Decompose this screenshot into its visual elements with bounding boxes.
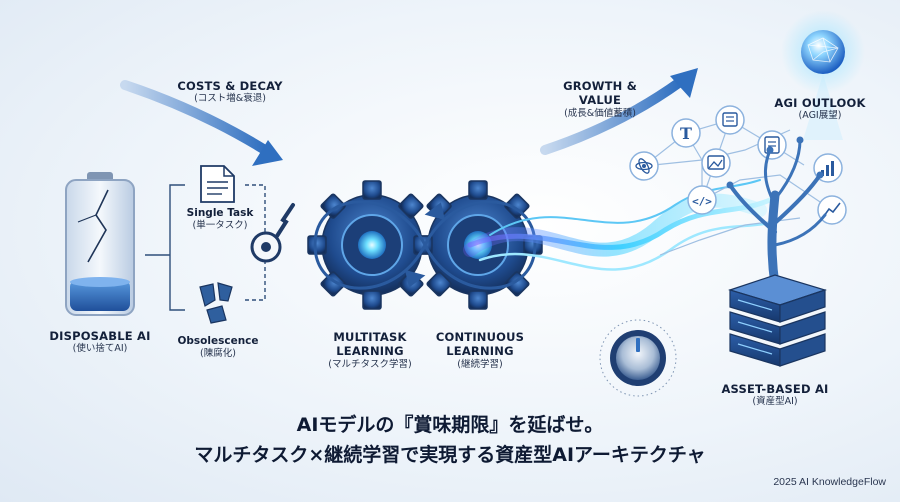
asset-based-ai-title: ASSET-BASED AI [721, 382, 829, 396]
broken-pieces-icon [199, 282, 233, 324]
single-task-title: Single Task [186, 207, 254, 219]
broken-battery-icon [65, 172, 135, 316]
obsolescence-subtitle: (陳腐化) [200, 348, 236, 360]
continuous-learning-label: CONTINUOUS LEARNING (継続学習) [430, 330, 530, 371]
obsolescence-title: Obsolescence [177, 335, 259, 347]
image-icon [701, 148, 731, 178]
svg-text:</>: </> [692, 195, 712, 208]
continuous-title: CONTINUOUS [435, 330, 525, 344]
connector-lines [145, 184, 266, 311]
costs-decay-arrow [120, 80, 283, 166]
costs-decay-title: COSTS & DECAY [177, 79, 283, 93]
headline-line-1: AIモデルの『賞味期限』を延ばせ。 [296, 414, 604, 436]
agi-outlook-subtitle: (AGI展望) [798, 110, 842, 122]
multitask-learning-label: MULTITASK LEARNING (マルチタスク学習) [320, 330, 420, 371]
agi-outlook-title: AGI OUTLOOK [774, 96, 866, 110]
disposable-ai-subtitle: (使い捨てAI) [72, 343, 128, 355]
costs-decay-label: COSTS & DECAY (コスト増&衰退) [175, 79, 285, 105]
multitask-subtitle: (マルチタスク学習) [328, 358, 412, 370]
svg-text:T: T [680, 124, 692, 143]
growth-value-label: GROWTH & VALUE (成長&価値蓄積) [540, 79, 660, 120]
growth-value-arrow [540, 68, 698, 155]
disposable-ai-label: DISPOSABLE AI (使い捨てAI) [45, 329, 155, 355]
knowledge-tree-icon [726, 136, 827, 294]
asset-based-ai-label: ASSET-BASED AI (資産型AI) [720, 382, 830, 408]
report-icon [757, 130, 787, 160]
asset-based-ai-subtitle: (資産型AI) [752, 396, 798, 408]
multitask-title: MULTITASK [333, 330, 407, 344]
control-dial-icon [599, 319, 677, 397]
atom-icon [629, 151, 659, 181]
chat-doc-icon [715, 105, 745, 135]
agi-outlook-label: AGI OUTLOOK (AGI展望) [765, 96, 875, 122]
disposable-ai-title: DISPOSABLE AI [49, 329, 151, 343]
code-icon: </> [687, 185, 717, 215]
continuous-subtitle: (継続学習) [457, 358, 503, 370]
single-task-label: Single Task (単一タスク) [175, 207, 265, 232]
continuous-learning-title: LEARNING [446, 344, 514, 359]
obsolescence-label: Obsolescence (陳腐化) [168, 335, 268, 360]
infinity-loop [313, 200, 537, 290]
growth-value-title: GROWTH & VALUE [563, 79, 637, 108]
single-task-subtitle: (単一タスク) [192, 220, 248, 232]
headline-line-2: マルチタスク×継続学習で実現する資産型AIアーキテクチャ [194, 444, 706, 466]
costs-decay-subtitle: (コスト増&衰退) [194, 93, 266, 105]
document-icon [200, 165, 235, 203]
credit-text: 2025 AI KnowledgeFlow [773, 476, 886, 488]
broken-wrench-icon [250, 203, 295, 263]
agi-sphere-icon [781, 10, 865, 140]
multitask-learning-title: LEARNING [336, 344, 404, 359]
text-icon: T [671, 118, 701, 148]
server-stack-icon [728, 274, 827, 367]
growth-value-subtitle: (成長&価値蓄積) [564, 107, 636, 119]
